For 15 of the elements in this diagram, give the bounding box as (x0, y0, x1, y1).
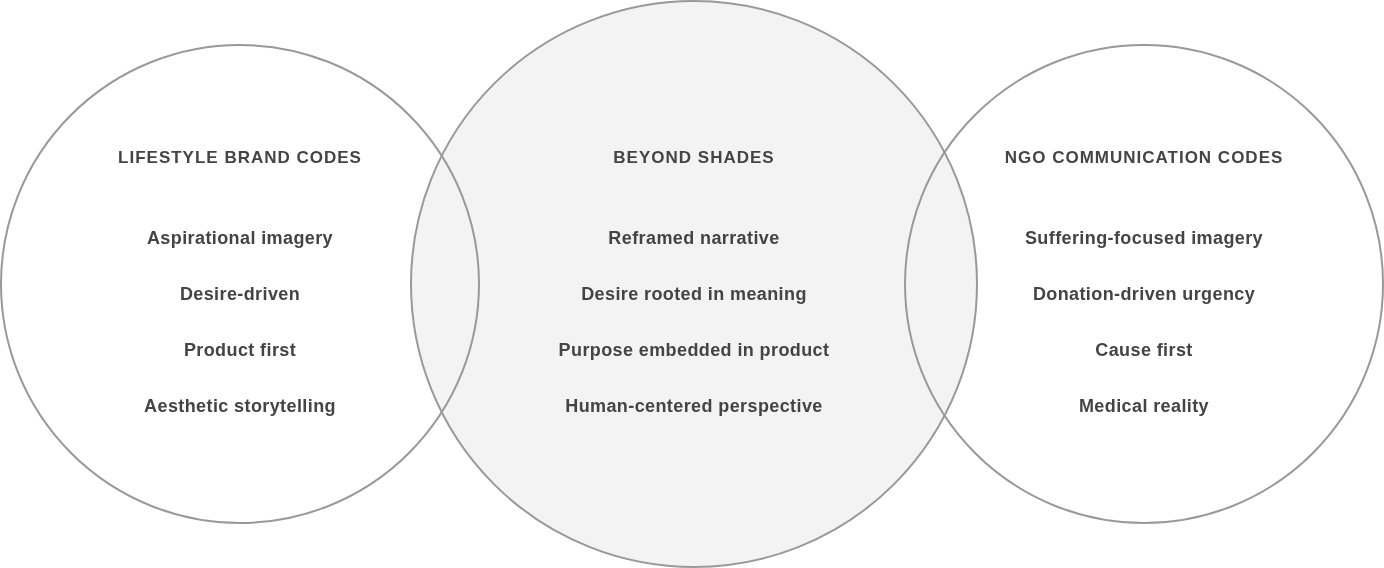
list-item-text: Human-centered perspective (565, 396, 823, 417)
circle-heading: LIFESTYLE BRAND CODES (118, 148, 362, 168)
list-item-text: Product first (183, 340, 297, 361)
list-item-text: Donation-driven urgency (1032, 284, 1256, 305)
list-item-text: Purpose embedded in product (558, 340, 830, 361)
list-item-text: Suffering-focused imagery (1024, 228, 1263, 249)
list-item-text: Desire-driven (179, 284, 301, 305)
list-item-text: Aspirational imagery (146, 228, 334, 249)
list-item-text: Aesthetic storytelling (144, 396, 336, 417)
list-item-text: Desire rooted in meaning (581, 284, 807, 305)
circle-heading: BEYOND SHADES (613, 148, 775, 168)
list-item-text: Reframed narrative (608, 228, 780, 249)
circle-heading: NGO COMMUNICATION CODES (1004, 148, 1284, 168)
list-item-text: Medical reality (1078, 396, 1210, 417)
list-item-text: Cause first (1095, 340, 1193, 361)
